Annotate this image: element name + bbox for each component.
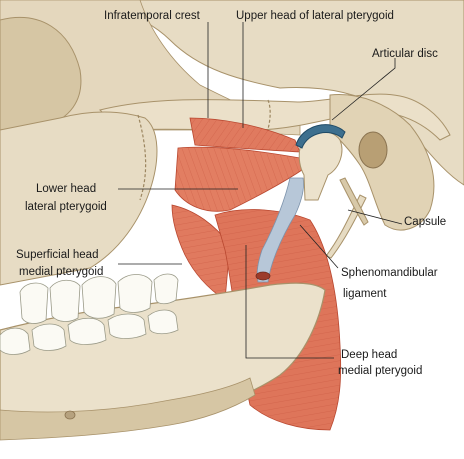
label-upper-head-lateral-pterygoid: Upper head of lateral pterygoid xyxy=(236,9,394,23)
label-sphenomandibular-ligament-line2: ligament xyxy=(343,287,386,301)
label-lower-head-lateral-pterygoid-line2: lateral pterygoid xyxy=(25,200,107,214)
label-lower-head-lateral-pterygoid-line1: Lower head xyxy=(36,182,96,196)
label-deep-head-medial-pterygoid-line1: Deep head xyxy=(341,348,397,362)
label-sphenomandibular-ligament-line1: Sphenomandibular xyxy=(341,266,438,280)
label-superficial-head-medial-pterygoid-line1: Superficial head xyxy=(16,248,98,262)
label-infratemporal-crest: Infratemporal crest xyxy=(104,9,200,23)
label-capsule: Capsule xyxy=(404,215,446,229)
styloid-process xyxy=(326,195,366,258)
external-acoustic-meatus xyxy=(359,132,387,168)
label-articular-disc: Articular disc xyxy=(372,47,438,61)
mental-foramen xyxy=(65,411,75,419)
label-superficial-head-medial-pterygoid-line2: medial pterygoid xyxy=(19,265,103,279)
label-deep-head-medial-pterygoid-line2: medial pterygoid xyxy=(338,364,422,378)
mandibular-foramen xyxy=(256,272,270,280)
